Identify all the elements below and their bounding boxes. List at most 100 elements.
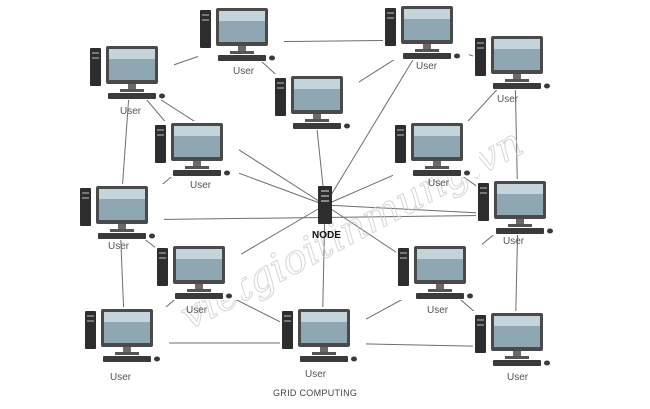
monitor-stand [313,114,321,119]
monitor-base [425,166,449,169]
monitor-stand [423,44,431,49]
desktop-computer-icon [476,179,562,235]
monitor-screen-glare [109,49,155,59]
keyboard [493,360,541,366]
tower-drive [397,129,404,131]
computer-label: User [503,236,525,247]
desktop-computer-icon [198,6,284,62]
monitor-base [305,119,329,122]
tower-drive [202,19,209,21]
keyboard [173,170,221,176]
monitor-screen-glare [219,11,265,21]
tower-drive [477,319,484,321]
desktop-computer-icon [88,44,174,100]
keyboard [293,123,341,129]
monitor-stand [128,84,136,89]
monitor-screen-glare [99,189,145,199]
desktop-computer-icon [396,244,482,300]
tower-drive [92,52,99,54]
keyboard [493,83,541,89]
keyboard [218,55,266,61]
tower-drive [477,42,484,44]
monitor-base [428,289,452,292]
link-c2-node [324,39,426,206]
tower-drive [387,12,394,14]
keyboard [403,53,451,59]
computer-label: User [507,372,529,383]
monitor-screen-glare [104,312,150,322]
monitor-stand [195,284,203,289]
computer-label: User [110,372,132,383]
mouse [544,83,550,89]
monitor-stand [433,161,441,166]
tower-drive [477,47,484,49]
server-drive [321,190,329,192]
monitor-screen-glare [417,249,463,259]
tower-drive [397,134,404,136]
monitor-screen-glare [174,126,220,136]
monitor-screen-glare [494,316,540,326]
mouse [547,228,553,234]
monitor-base [505,356,529,359]
computer-label: User [190,180,212,191]
tower-drive [82,192,89,194]
monitor-screen-glare [414,126,460,136]
mouse [464,170,470,176]
monitor-stand [238,46,246,51]
monitor-stand [436,284,444,289]
computer-label: User [497,94,519,105]
server-tower-icon [318,186,332,224]
tower-drive [480,187,487,189]
keyboard [98,233,146,239]
diagram-caption: GRID COMPUTING [273,388,357,398]
computer-label: User [427,305,449,316]
computer-label: User [186,305,208,316]
computer-label: User [428,178,450,189]
tower-drive [87,315,94,317]
monitor-base [187,289,211,292]
monitor-base [115,352,139,355]
tower-drive [480,192,487,194]
desktop-computer-icon [280,307,366,363]
node-label: NODE [312,230,341,241]
mouse [344,123,350,129]
mouse [269,55,275,61]
tower-drive [87,320,94,322]
mouse [454,53,460,59]
tower-drive [400,257,407,259]
desktop-computer-icon [273,74,359,130]
monitor-stand [513,74,521,79]
keyboard [108,93,156,99]
tower-drive [277,82,284,84]
monitor-screen-glare [404,9,450,19]
tower-drive [202,14,209,16]
monitor-base [415,49,439,52]
mouse [467,293,473,299]
monitor-base [508,224,532,227]
monitor-base [230,51,254,54]
monitor-screen-glare [494,39,540,49]
monitor-base [185,166,209,169]
monitor-screen-glare [301,312,347,322]
monitor-base [110,229,134,232]
monitor-stand [118,224,126,229]
mouse [226,293,232,299]
keyboard [175,293,223,299]
keyboard [300,356,348,362]
tower-drive [157,129,164,131]
monitor-stand [193,161,201,166]
tower-drive [387,17,394,19]
computer-label: User [233,66,255,77]
tower-drive [92,57,99,59]
monitor-base [120,89,144,92]
tower-drive [277,87,284,89]
keyboard [413,170,461,176]
desktop-computer-icon [473,311,559,367]
mouse [154,356,160,362]
desktop-computer-icon [83,307,169,363]
computer-label: User [416,61,438,72]
mouse [351,356,357,362]
mouse [544,360,550,366]
